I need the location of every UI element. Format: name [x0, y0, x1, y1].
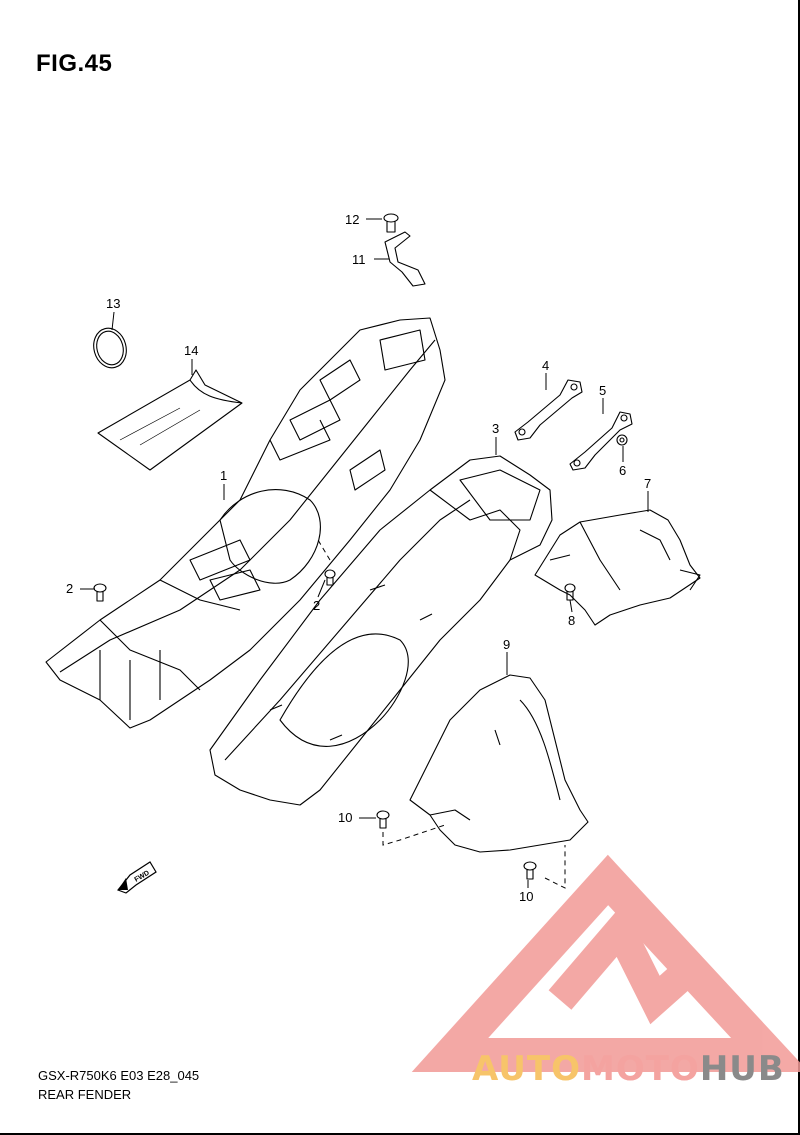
fwd-arrow-badge: FWD	[117, 861, 157, 894]
callout-1: 1	[220, 468, 227, 483]
callout-3: 3	[492, 421, 499, 436]
part-10-bolt-right	[523, 861, 537, 880]
callout-13: 13	[106, 296, 120, 311]
callout-7: 7	[644, 476, 651, 491]
callout-14: 14	[184, 343, 198, 358]
callout-10-right: 10	[519, 889, 533, 904]
callout-8: 8	[568, 613, 575, 628]
part-1-rear-fender	[45, 317, 446, 729]
part-11-stay	[384, 231, 426, 287]
watermark-text: AUTOMOTOHUB	[472, 1052, 785, 1086]
callout-2-left: 2	[66, 581, 73, 596]
callout-9: 9	[503, 637, 510, 652]
watermark-logo	[411, 854, 800, 1072]
part-13-band	[93, 327, 127, 369]
callout-4: 4	[542, 358, 549, 373]
model-code: GSX-R750K6 E03 E28_045	[38, 1068, 200, 1083]
part-9-hugger	[409, 674, 589, 853]
callout-6: 6	[619, 463, 626, 478]
part-4-bracket	[514, 379, 583, 441]
watermark-moto: MOTO	[580, 1049, 700, 1089]
watermark-hub: HUB	[699, 1049, 785, 1089]
callout-11: 11	[352, 252, 366, 267]
section-name: REAR FENDER	[38, 1087, 132, 1102]
part-8-screw	[564, 583, 576, 601]
part-14-bag	[97, 369, 243, 471]
part-5-bracket	[569, 411, 633, 471]
callout-12: 12	[345, 212, 359, 227]
callout-5: 5	[599, 383, 606, 398]
part-2-screw-right	[324, 569, 336, 586]
watermark-auto: AUTO	[472, 1049, 581, 1089]
callout-10-left: 10	[338, 810, 352, 825]
callout-2-right: 2	[313, 598, 320, 613]
part-2-screw-left	[93, 583, 107, 602]
part-6-nut	[616, 434, 628, 446]
part-12-bolt	[383, 213, 399, 233]
figure-title: FIG.45	[36, 50, 113, 77]
part-7-cover	[534, 509, 701, 626]
part-3-lower-fender	[209, 455, 553, 806]
part-10-bolt-left	[376, 810, 390, 829]
